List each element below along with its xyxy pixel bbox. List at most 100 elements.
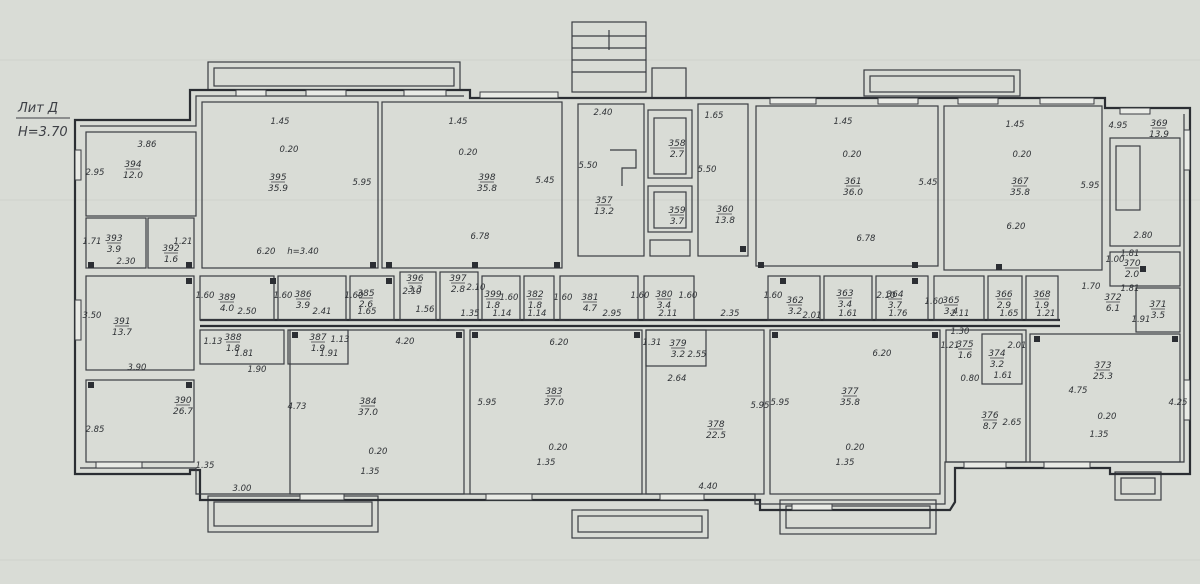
room-number: 371 [1149, 300, 1166, 310]
room-number: 396 [406, 274, 423, 284]
room-area: 2.6 [359, 300, 374, 310]
room-number: 380 [655, 290, 672, 300]
room-area: 13.2 [594, 207, 614, 217]
dimension-label: 0.20 [846, 443, 865, 453]
dimension-label: 0.20 [843, 150, 862, 160]
dimension-label: 0.20 [369, 447, 388, 457]
dimension-label: 2.64 [668, 374, 687, 384]
room-area: 3.3 [408, 285, 423, 295]
dimension-label: 5.95 [751, 401, 770, 411]
dimension-label: 1.60 [554, 293, 573, 303]
room-area: 35.8 [1010, 188, 1030, 198]
dimension-label: 2.55 [688, 350, 707, 360]
lower-rooms [85, 329, 1181, 495]
dimension-label: 4.25 [1169, 398, 1188, 408]
dimension-label: 1.31 [643, 338, 662, 348]
dimension-label: 2.01 [803, 311, 822, 321]
dimension-label: 5.50 [579, 161, 598, 171]
room-area: 3.4 [657, 301, 672, 311]
room-area: 1.8 [528, 301, 543, 311]
room-area: 35.8 [477, 184, 497, 194]
dimension-label: 1.90 [248, 365, 267, 375]
room-number: 389 [218, 293, 235, 303]
room-area: 3.7 [888, 301, 903, 311]
lit-label: Лит Д [17, 101, 58, 116]
dimension-label: 2.35 [721, 309, 740, 319]
dimension-label: 1.21 [174, 237, 193, 247]
dimension-label: 1.13 [204, 337, 223, 347]
dimension-label: 3.50 [83, 311, 102, 321]
dimension-label: 1.61 [839, 309, 858, 319]
dimension-label: 2.40 [594, 108, 613, 118]
outer-wall [73, 88, 1192, 512]
dimension-label: 0.20 [280, 145, 299, 155]
dimension-label: 1.71 [83, 237, 102, 247]
dimension-label: 0.80 [961, 374, 980, 384]
room-number: 392 [162, 244, 179, 254]
room-area: 1.8 [226, 344, 241, 354]
room-number: 372 [1104, 293, 1121, 303]
room-number: 375 [956, 340, 973, 350]
dimension-label: 5.45 [919, 178, 938, 188]
dimension-label: 1.14 [528, 309, 547, 319]
dimension-label: 5.50 [698, 165, 717, 175]
dimension-label: 1.13 [331, 335, 350, 345]
room-area: 35.9 [268, 184, 288, 194]
room-area: 4.7 [583, 304, 598, 314]
room-number: 364 [886, 290, 903, 300]
room-number: 386 [294, 290, 311, 300]
room-area: 3.2 [788, 307, 803, 317]
room-number: 385 [357, 289, 374, 299]
dimension-label: 1.60 [631, 291, 650, 301]
dimension-label: 1.45 [271, 117, 290, 127]
dimension-label: 1.60 [196, 291, 215, 301]
dimension-label: 2.10 [403, 287, 422, 297]
room-area: 3.2 [671, 350, 686, 360]
room-number: 381 [581, 293, 598, 303]
dimension-label: 6.20 [1007, 222, 1026, 232]
room-number: 394 [124, 160, 141, 170]
room-area: 4.0 [220, 304, 235, 314]
columns [88, 246, 1178, 388]
room-area: 1.6 [164, 255, 179, 265]
windows [74, 89, 1191, 511]
dimension-label: 1.35 [361, 467, 380, 477]
dimension-label: 4.75 [1069, 386, 1088, 396]
room-number: 399 [484, 290, 501, 300]
dimension-label: 4.20 [396, 337, 415, 347]
room-area: 26.7 [173, 407, 193, 417]
room-area: 3.2 [990, 360, 1005, 370]
dimension-label: 3.86 [138, 140, 158, 150]
room-area: 12.0 [123, 171, 143, 181]
dimension-label: 1.45 [449, 117, 468, 127]
room-number: 368 [1033, 290, 1050, 300]
dimension-label: 5.45 [536, 176, 555, 186]
room-number: 398 [478, 173, 495, 183]
room-number: 361 [844, 177, 861, 187]
dimension-label: 2.50 [238, 307, 257, 317]
dimension-label: 1.61 [994, 371, 1013, 381]
room-number: 395 [269, 173, 286, 183]
room-area: 2.8 [451, 285, 466, 295]
room-number: 367 [1011, 177, 1028, 187]
dimension-label: 6.20 [257, 247, 276, 257]
dimension-label: 0.20 [459, 148, 478, 158]
room-number: 376 [981, 411, 998, 421]
dimension-label: 4.73 [288, 402, 307, 412]
dimension-label: 1.81 [235, 349, 254, 359]
room-area: 37.0 [358, 408, 378, 418]
dimension-label: 2.11 [659, 309, 678, 319]
height-label: H=3.70 [18, 125, 68, 140]
dimension-label: 6.20 [550, 338, 569, 348]
dimension-label: 1.65 [358, 307, 377, 317]
room-area: 1.9 [311, 344, 326, 354]
room-number: 358 [668, 139, 685, 149]
dimension-label: 6.78 [857, 234, 877, 244]
dimension-label: 4.95 [1109, 121, 1128, 131]
corridor [85, 251, 1181, 371]
dimension-label: 6.20 [873, 349, 892, 359]
dimension-label: h=3.40 [287, 247, 318, 257]
dimension-label: 1.60 [925, 297, 944, 307]
